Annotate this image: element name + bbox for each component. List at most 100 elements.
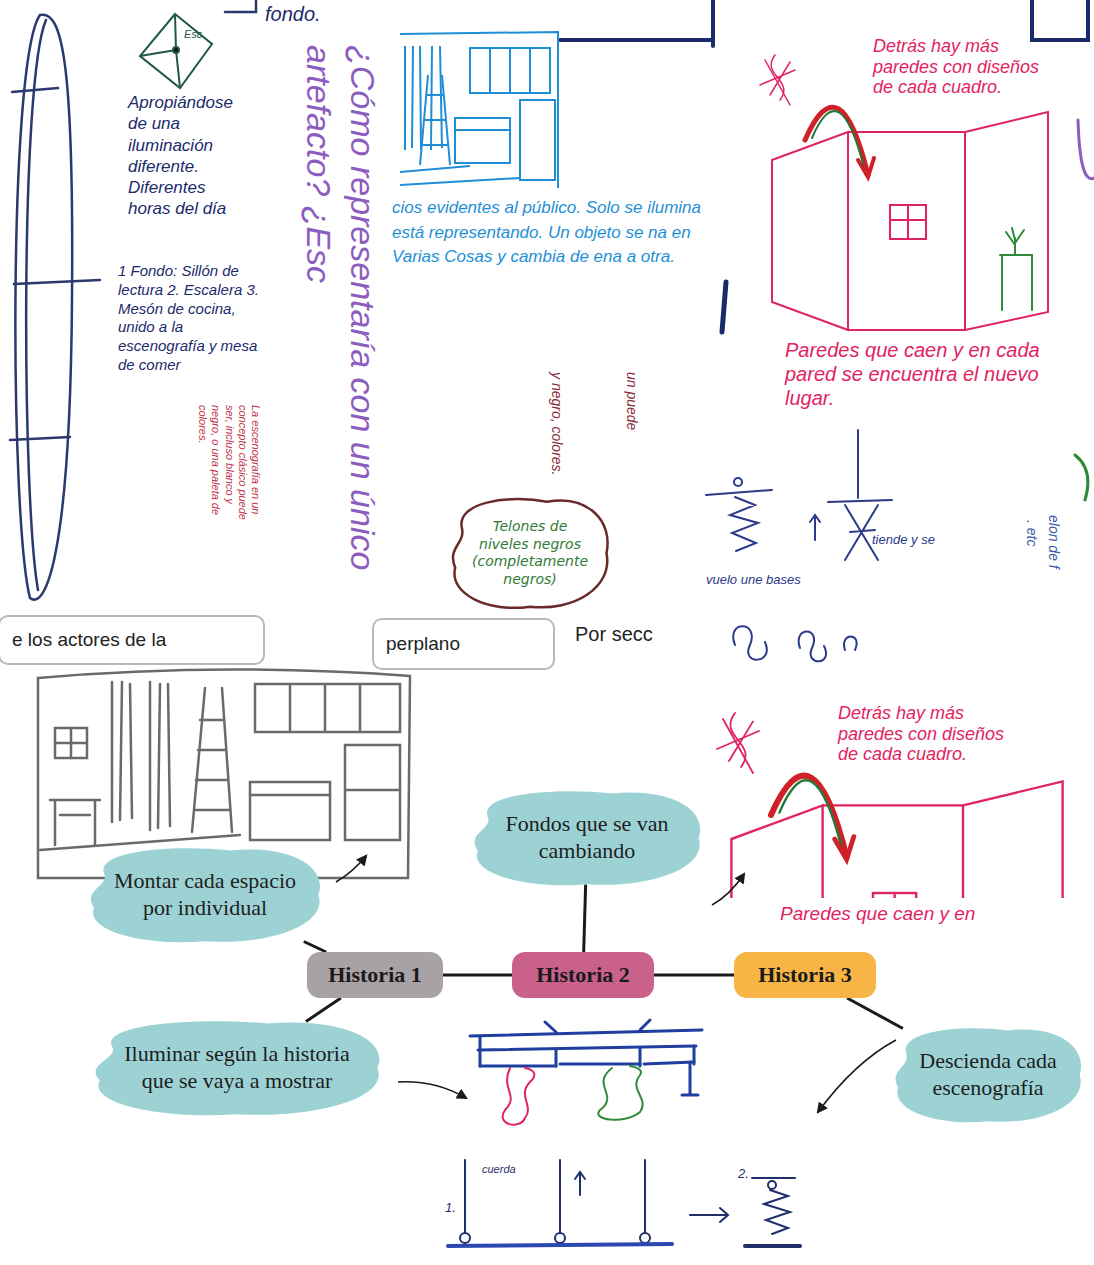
sketch-note: La escenografía en un concepto clásico p… (196, 405, 262, 525)
story-pill: Historia 1 (307, 952, 443, 998)
kitchen-sketch (455, 118, 510, 163)
idea-blob: Descienda cada escenografía (886, 1022, 1090, 1128)
wall-panels-sketch (890, 205, 926, 239)
rope-sketch (799, 632, 826, 662)
room-sketch (255, 684, 400, 732)
sketch-note: Paredes que caen y en (780, 903, 975, 926)
connector-line (847, 998, 903, 1029)
kitchen-sketch (420, 75, 450, 165)
rope-sketch (706, 430, 892, 661)
idea-blob: Fondos que se van cambiando (463, 785, 711, 891)
wall-panels-sketch (858, 158, 874, 177)
room-sketch (192, 688, 232, 832)
frame-marks (1032, 0, 1088, 40)
note-fragment: Por secc (575, 622, 653, 646)
frame-marks (560, 0, 713, 46)
rope-sketch (810, 515, 820, 540)
blob-shape (91, 848, 320, 942)
rope-sketch (844, 637, 857, 651)
room-sketch (50, 800, 100, 845)
rope-steps-sketch (745, 1244, 800, 1248)
node-text: Descienda cada escenografía (910, 1048, 1066, 1102)
rope-steps-sketch (460, 1233, 470, 1243)
sketch-question: ¿Cómo representaría con un único artefac… (297, 45, 385, 605)
rope-steps-sketch (448, 1244, 672, 1246)
truss-sketch (598, 1066, 642, 1120)
truss-sketch (470, 1030, 702, 1036)
connector (443, 975, 512, 976)
sketch-list: 1 Fondo: Sillón de lectura 2. Escalera 3… (118, 262, 268, 375)
sketch-note: cuerda (482, 1163, 516, 1176)
diamond-sketch (140, 14, 212, 88)
sketch-note: fondo. (265, 2, 321, 26)
margin-sketch (10, 437, 70, 440)
diamond-sketch (140, 14, 212, 88)
connector-line (306, 998, 341, 1022)
connector (306, 998, 341, 1022)
leader-arrow (336, 856, 366, 882)
rope-sketch (706, 490, 772, 495)
rope-sketch (733, 626, 767, 659)
room-sketch (40, 835, 240, 850)
room-sketch (38, 669, 410, 878)
sketch-note: vuelo une bases (706, 572, 801, 588)
leader-arrow (818, 1040, 896, 1112)
node-text: Historia 3 (758, 962, 852, 988)
node-text: perplano (386, 633, 460, 655)
wall-panels-sketch (772, 132, 848, 330)
room-sketch (290, 684, 360, 732)
sketch-note: Detrás hay más paredes con diseños de ca… (873, 36, 1053, 98)
room-sketch (55, 728, 87, 758)
connector (584, 884, 586, 952)
margin-sketch (26, 20, 46, 590)
rope-sketch (730, 497, 758, 551)
kitchen-sketch (490, 48, 530, 93)
blob-shape (96, 1021, 380, 1115)
blob-shape (475, 791, 701, 885)
node-text: Iluminar según la historia que se vaya a… (107, 1041, 367, 1095)
diamond-sketch (173, 47, 179, 53)
idea-blob: Iluminar según la historia que se vaya a… (81, 1015, 393, 1121)
sketch-note: Paredes que caen y en cada pared se encu… (785, 338, 1050, 410)
truss-sketch (503, 1068, 535, 1125)
rope-steps-sketch (465, 1160, 645, 1233)
leader-arrow (398, 1082, 466, 1098)
node-text: Fondos que se van cambiando (489, 811, 685, 865)
connector (654, 975, 734, 976)
truss-sketch (545, 1020, 650, 1032)
frame-marks (1078, 120, 1094, 179)
margin-sketch (12, 88, 58, 92)
note-box: e los actores de la (0, 615, 265, 665)
wall-panels-sketch (965, 112, 1048, 330)
kitchen-sketch (400, 32, 558, 188)
node-text: Historia 1 (328, 962, 422, 988)
room-sketch (250, 782, 330, 840)
margin-sketch (15, 15, 72, 600)
blob-shape (453, 499, 608, 608)
room-sketch (345, 745, 400, 840)
truss-sketch (480, 1062, 694, 1066)
story-pill: Historia 3 (734, 952, 876, 998)
frame-marks (1075, 455, 1088, 500)
room-sketch (345, 789, 400, 792)
frame-marks (722, 282, 726, 332)
rope-steps-sketch (640, 1233, 650, 1243)
connector-line (584, 884, 586, 952)
note-blob: Telones de niveles negros (completamente… (445, 492, 615, 614)
rope-sketch (734, 478, 742, 486)
wall-panels-sketch (890, 205, 926, 239)
truss-sketch (470, 1020, 702, 1125)
wall-panels-sketch (760, 55, 795, 105)
rope-steps-sketch (575, 1172, 585, 1195)
kitchen-sketch (400, 32, 558, 188)
rope-sketch (828, 430, 892, 502)
sketch-fragment: . etc (1023, 520, 1040, 580)
story-pill: Historia 2 (512, 952, 654, 998)
rope-steps-sketch (764, 1190, 790, 1234)
kitchen-sketch (470, 48, 550, 93)
sketch-fragment: un puede (623, 372, 640, 482)
wall-panels-sketch (1006, 228, 1024, 255)
kitchen-sketch (455, 129, 510, 131)
sketch-note: Detrás hay más paredes con diseños de ca… (838, 703, 1018, 765)
truss-sketch (480, 1036, 694, 1066)
